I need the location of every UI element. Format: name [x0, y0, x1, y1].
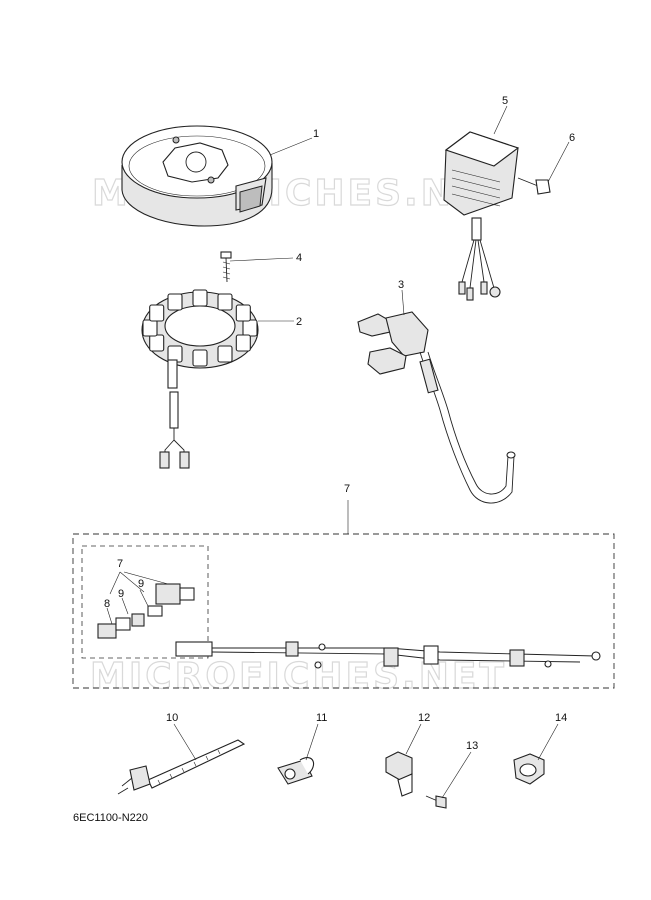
- callout-8: 8: [104, 598, 110, 610]
- stator-bolt-part[interactable]: [220, 251, 232, 283]
- flywheel-part[interactable]: [121, 125, 273, 227]
- holder-11-part[interactable]: [277, 757, 315, 785]
- stator-tooth: [235, 334, 251, 352]
- bracket-12-part[interactable]: [385, 751, 413, 797]
- stator-tooth: [242, 319, 258, 337]
- watermark-bottom: MICROFICHES.NET: [90, 656, 507, 697]
- wire-harness-part[interactable]: [175, 641, 601, 669]
- stator-tooth: [149, 334, 165, 352]
- callout-9b: 9: [138, 578, 144, 590]
- callout-3: 3: [398, 279, 404, 291]
- cable-tie-part[interactable]: [117, 739, 246, 795]
- pulser-coil-part[interactable]: [357, 311, 516, 504]
- diagram-code: 6EC1100-N220: [73, 812, 149, 824]
- callout-inset-7: 7: [117, 558, 123, 570]
- callout-10: 10: [166, 712, 178, 724]
- callout-12: 12: [418, 712, 430, 724]
- leader-lines: [173, 105, 570, 799]
- stator-tooth: [167, 293, 183, 311]
- callout-7: 7: [344, 483, 350, 495]
- callout-5: 5: [502, 95, 508, 107]
- callout-2: 2: [296, 316, 302, 328]
- callout-14: 14: [555, 712, 567, 724]
- callout-11: 11: [316, 712, 327, 724]
- callout-6: 6: [569, 132, 575, 144]
- stator-tooth: [192, 289, 208, 307]
- callout-9a: 9: [118, 588, 124, 600]
- wire-harness-group: [72, 500, 615, 689]
- rectifier-regulator-part[interactable]: [443, 131, 520, 301]
- stator-tooth: [217, 293, 233, 311]
- callout-13: 13: [466, 740, 478, 752]
- regulator-bolt-part[interactable]: [517, 177, 551, 195]
- stator-tooth: [142, 319, 158, 337]
- stator-coil-part[interactable]: [141, 289, 259, 469]
- stator-tooth: [235, 304, 251, 322]
- stator-tooth: [192, 349, 208, 367]
- callout-4: 4: [296, 252, 302, 264]
- stator-tooth: [149, 304, 165, 322]
- bracket-bolt-13-part[interactable]: [425, 795, 447, 809]
- stator-tooth: [217, 345, 233, 363]
- inset-couplers[interactable]: [97, 571, 195, 639]
- callout-1: 1: [313, 128, 319, 140]
- clamp-14-part[interactable]: [513, 753, 545, 785]
